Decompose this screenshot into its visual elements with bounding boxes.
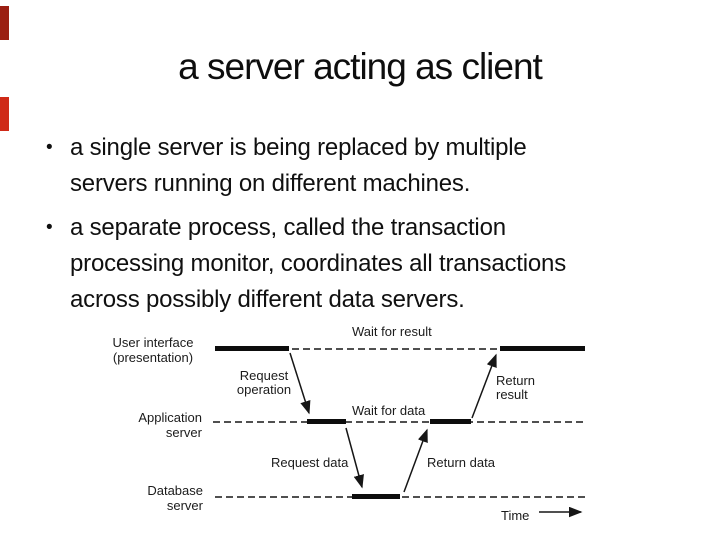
red-edge-marker-second <box>0 97 9 131</box>
bullet-marker: • <box>46 137 53 158</box>
bullet-text: a separate process, called the transacti… <box>70 210 686 318</box>
tier-label-line: User interface <box>112 335 194 350</box>
time-axis-label: Time <box>501 508 530 523</box>
request-data-arrow <box>345 427 364 489</box>
bullet-item: • a separate process, called the transac… <box>46 210 686 318</box>
bullet-line: processing monitor, coordinates all tran… <box>70 250 566 277</box>
request-operation-line: Request <box>239 368 289 383</box>
activity-bar-ui-right <box>500 346 585 351</box>
activity-bar-app-right <box>430 419 471 424</box>
return-result-label: Return result <box>496 374 535 402</box>
activity-bar-app-left <box>307 419 346 424</box>
return-result-line: Return <box>496 373 536 388</box>
request-operation-label: Request operation <box>233 369 295 397</box>
tier-label-line: server <box>165 425 202 440</box>
slide-title: a server acting as client <box>178 46 543 87</box>
red-edge-marker-top <box>0 6 9 40</box>
tier-label-line: Database <box>147 483 203 498</box>
wait-for-data-label: Wait for data <box>352 403 426 418</box>
request-data-label: Request data <box>271 455 349 470</box>
tier-label-application-server: Application server <box>100 410 202 440</box>
bullet-list: • a single server is being replaced by m… <box>46 130 686 318</box>
bullet-line: a separate process, called the transacti… <box>70 214 506 241</box>
tier-label-line: (presentation) <box>112 350 194 365</box>
tier-label-user-interface: User interface (presentation) <box>100 335 206 365</box>
bullet-text: a single server is being replaced by mul… <box>70 130 686 202</box>
return-result-line: result <box>496 387 528 402</box>
wait-for-result-label: Wait for result <box>352 324 432 339</box>
activity-bar-ui-left <box>215 346 289 351</box>
return-data-label: Return data <box>427 455 495 470</box>
bullet-line: a single server is being replaced by mul… <box>70 134 527 161</box>
tier-label-database-server: Database server <box>100 483 203 513</box>
request-operation-arrow <box>289 352 311 415</box>
tier-label-line: Application <box>138 410 202 425</box>
tier-label-line: server <box>166 498 203 513</box>
return-result-arrow <box>471 353 497 419</box>
bullet-marker: • <box>46 217 53 238</box>
activity-bar-db <box>352 494 400 499</box>
bullet-line: across possibly different data servers. <box>70 286 465 313</box>
return-data-arrow <box>403 428 428 493</box>
request-operation-line: operation <box>236 382 292 397</box>
bullet-line: servers running on different machines. <box>70 170 471 197</box>
bullet-item: • a single server is being replaced by m… <box>46 130 686 202</box>
